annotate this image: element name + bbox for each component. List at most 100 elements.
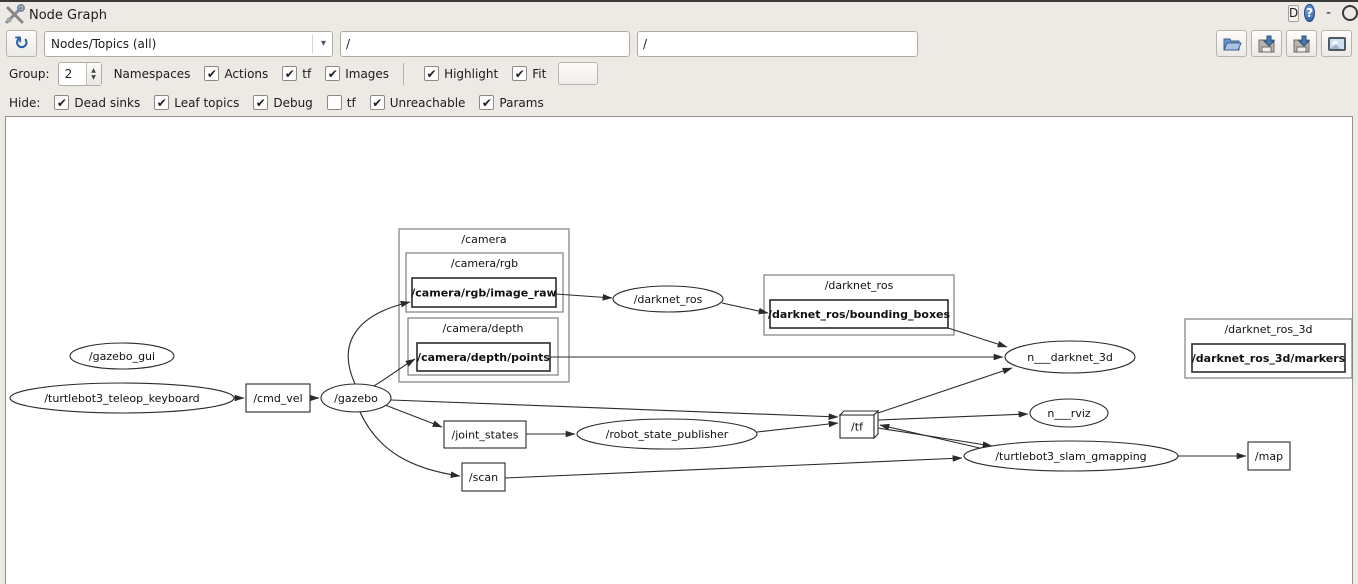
graph-node-turtlebot3-slam-gmapping[interactable]: /turtlebot3_slam_gmapping bbox=[963, 440, 1179, 472]
graph-type-select[interactable]: Nodes/Topics (all) ▾ bbox=[44, 30, 333, 57]
checkbox-box[interactable]: ✔ bbox=[369, 95, 385, 110]
checkbox-box[interactable]: ✔ bbox=[282, 66, 298, 81]
node-label: /camera/depth/points bbox=[417, 351, 550, 364]
image-icon bbox=[1327, 36, 1346, 51]
plugin-titlebar: Node Graph D ? - bbox=[0, 2, 1358, 28]
edge-gazebo-to-scan bbox=[359, 411, 461, 478]
graph-node-map[interactable]: /map bbox=[1247, 441, 1291, 471]
edge-gazebo-to-tf bbox=[390, 399, 839, 420]
checkbox-debug[interactable]: ✔ Debug bbox=[253, 95, 313, 110]
edge-scan-to-turtlebot3-slam-gmapping bbox=[504, 455, 963, 479]
cluster-camera: /camera bbox=[398, 228, 570, 383]
graph-node-camera-rgb-image-raw[interactable]: /camera/rgb/image_raw bbox=[411, 277, 557, 308]
graph-node-gazebo-gui[interactable]: /gazebo_gui bbox=[69, 342, 175, 370]
graph-node-darknet-ros-bounding-boxes[interactable]: /darknet_ros/bounding_boxes bbox=[768, 299, 951, 329]
checkbox-label: tf bbox=[346, 95, 356, 110]
close-icon[interactable] bbox=[1342, 5, 1358, 21]
checkbox-box[interactable]: ✔ bbox=[253, 95, 269, 110]
hide-row: Hide: ✔ Dead sinks ✔ Leaf topics ✔ Debug… bbox=[0, 88, 1358, 117]
graph-node-scan[interactable]: /scan bbox=[461, 462, 506, 492]
edge-camera-rgb-image-raw-to-darknet-ros-node bbox=[555, 293, 613, 301]
checkbox-box[interactable]: ✔ bbox=[204, 66, 220, 81]
graph-node-robot-state-publisher[interactable]: /robot_state_publisher bbox=[576, 418, 758, 450]
graph-node-tf[interactable]: /tf bbox=[838, 409, 880, 440]
check-icon: ✔ bbox=[206, 66, 217, 81]
graph-node-turtlebot3-teleop-keyboard[interactable]: /turtlebot3_teleop_keyboard bbox=[9, 382, 235, 414]
node-filter-input[interactable]: / bbox=[340, 30, 630, 57]
checkbox-dead-sinks[interactable]: ✔ Dead sinks bbox=[54, 95, 140, 110]
group-spinner[interactable]: 2 ▲ ▼ bbox=[57, 61, 102, 86]
graph-node-joint-states[interactable]: /joint_states bbox=[443, 420, 527, 449]
topic-filter-input[interactable]: / bbox=[637, 30, 918, 57]
check-icon: ✔ bbox=[156, 95, 167, 110]
check-icon: ✔ bbox=[372, 95, 383, 110]
node-filter-value: / bbox=[346, 36, 351, 51]
separator bbox=[403, 62, 405, 85]
checkbox-box[interactable]: ✔ bbox=[424, 66, 440, 81]
checkbox-images[interactable]: ✔ Images bbox=[325, 66, 389, 81]
node-label: /gazebo_gui bbox=[89, 350, 155, 363]
edge-tf-to-n-rviz bbox=[877, 411, 1029, 421]
help-icon[interactable]: ? bbox=[1304, 4, 1315, 22]
open-file-icon bbox=[1222, 38, 1242, 50]
edge-gazebo-to-joint-states bbox=[384, 404, 443, 428]
node-label: /camera/rgb/image_raw bbox=[411, 287, 556, 300]
page-title: Node Graph bbox=[29, 7, 107, 23]
cluster-label: /camera/depth bbox=[443, 322, 524, 335]
checkbox-params[interactable]: ✔ Params bbox=[479, 95, 544, 110]
checkbox-box[interactable]: ✔ bbox=[512, 66, 528, 81]
graph-canvas[interactable]: /camera/camera/rgb/camera/depth/darknet_… bbox=[5, 116, 1353, 584]
node-label: /darknet_ros bbox=[634, 293, 703, 306]
hide-label: Hide: bbox=[9, 95, 41, 110]
chevron-down-icon: ▾ bbox=[311, 34, 326, 53]
checkbox-box[interactable]: ✔ bbox=[325, 66, 341, 81]
graph-node-n-rviz[interactable]: n___rviz bbox=[1029, 398, 1109, 428]
graph-node-n-darknet-3d[interactable]: n___darknet_3d bbox=[1004, 340, 1136, 374]
graph-node-camera-depth-points[interactable]: /camera/depth/points bbox=[416, 342, 551, 372]
checkbox-actions[interactable]: ✔ Actions bbox=[204, 66, 268, 81]
checkbox-label: Actions bbox=[224, 66, 269, 81]
graph-node-darknet-ros-node[interactable]: /darknet_ros bbox=[612, 285, 724, 313]
cluster-label: /darknet_ros_3d bbox=[1224, 323, 1312, 336]
graph-toolbar: ↻ Nodes/Topics (all) ▾ / / bbox=[0, 28, 1358, 59]
node-label: /darknet_ros/bounding_boxes bbox=[768, 308, 951, 321]
node-label: /joint_states bbox=[452, 429, 519, 442]
refresh-button[interactable]: ↻ bbox=[6, 30, 37, 57]
checkbox-box[interactable]: ✔ bbox=[479, 95, 495, 110]
check-icon: ✔ bbox=[426, 66, 437, 81]
graph-node-darknet-ros-3d-markers[interactable]: /darknet_ros_3d/markers bbox=[1191, 343, 1346, 373]
spin-down-icon[interactable]: ▼ bbox=[91, 73, 96, 81]
checkbox-box[interactable]: ✔ bbox=[154, 95, 170, 110]
checkbox-box[interactable]: ✔ bbox=[54, 95, 70, 110]
minimize-button[interactable]: - bbox=[1325, 5, 1331, 21]
blank-button[interactable] bbox=[558, 62, 599, 85]
save-dot-button[interactable] bbox=[1251, 30, 1282, 57]
dock-button[interactable]: D bbox=[1288, 4, 1300, 22]
spin-up-icon[interactable]: ▲ bbox=[91, 66, 96, 74]
checkbox-leaf-topics[interactable]: ✔ Leaf topics bbox=[154, 95, 239, 110]
cluster-camera-depth: /camera/depth bbox=[407, 317, 559, 376]
node-label: /cmd_vel bbox=[253, 392, 302, 405]
checkbox-box[interactable]: ✔ bbox=[326, 95, 342, 110]
checkbox-unreachable[interactable]: ✔ Unreachable bbox=[369, 95, 465, 110]
checkbox-tf-hide[interactable]: ✔ tf bbox=[326, 95, 356, 110]
node-label: /robot_state_publisher bbox=[606, 428, 729, 441]
cluster-label: /camera bbox=[461, 233, 506, 246]
load-dot-button[interactable] bbox=[1216, 30, 1247, 57]
graph-node-cmd-vel[interactable]: /cmd_vel bbox=[245, 383, 311, 413]
spinner-arrows[interactable]: ▲ ▼ bbox=[85, 62, 101, 85]
node-label: n___darknet_3d bbox=[1027, 351, 1113, 364]
graph-node-gazebo[interactable]: /gazebo bbox=[320, 383, 392, 413]
edge-tf-to-turtlebot3-slam-gmapping bbox=[877, 427, 993, 448]
checkbox-highlight[interactable]: ✔ Highlight bbox=[424, 66, 498, 81]
checkbox-label: Highlight bbox=[444, 66, 499, 81]
options-row: Group: 2 ▲ ▼ Namespaces ✔ Actions ✔ tf ✔… bbox=[0, 59, 1358, 88]
checkbox-label: tf bbox=[302, 66, 312, 81]
checkbox-label: Debug bbox=[273, 95, 313, 110]
checkbox-fit[interactable]: ✔ Fit bbox=[512, 66, 546, 81]
save-svg-button[interactable] bbox=[1286, 30, 1317, 57]
cluster-darknet-ros: /darknet_ros bbox=[763, 274, 955, 336]
checkbox-tf-show[interactable]: ✔ tf bbox=[282, 66, 311, 81]
save-image-button[interactable] bbox=[1321, 30, 1352, 57]
checkbox-label: Params bbox=[499, 95, 544, 110]
